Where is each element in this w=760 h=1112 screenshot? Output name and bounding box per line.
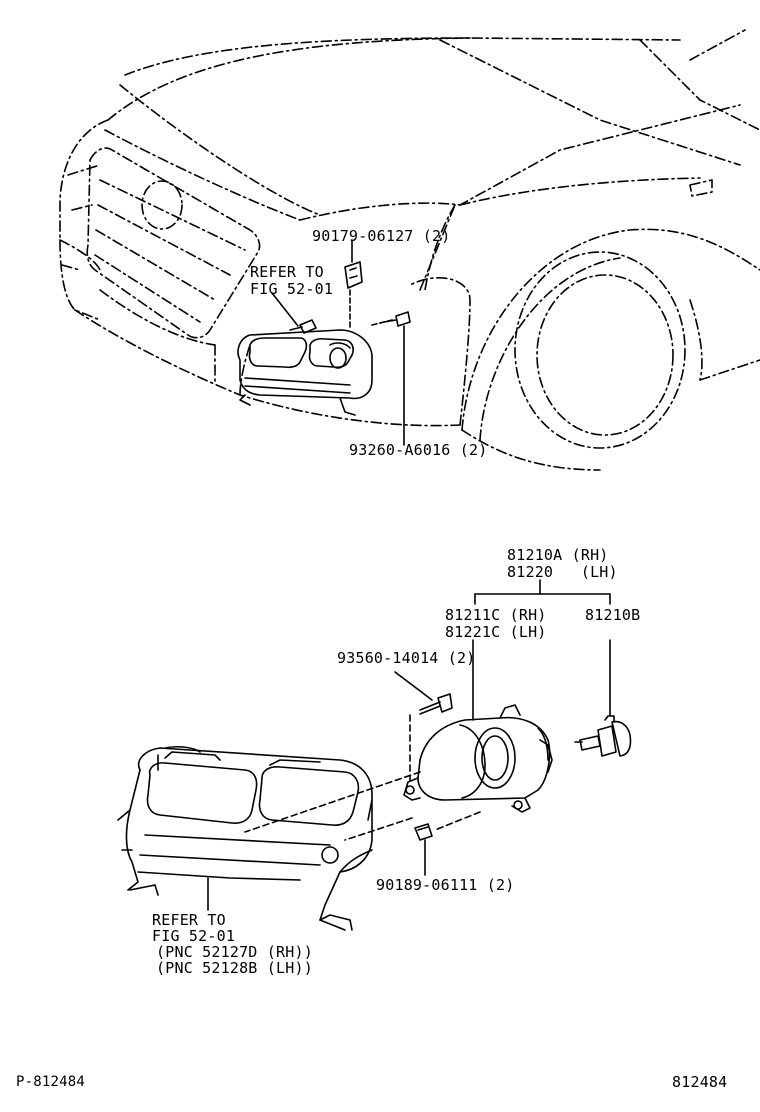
label-refer-lower-2: FIG 52-01 bbox=[152, 927, 236, 945]
footer-page-code: P-812484 bbox=[16, 1074, 86, 1090]
lower-fog-lamp-bezel bbox=[117, 745, 373, 931]
upper-fog-lamp-bezel bbox=[237, 329, 373, 416]
label-part-93560: 93560-14014 (2) bbox=[337, 649, 476, 667]
nut-90189 bbox=[414, 823, 433, 841]
label-part-81211c: 81211C (RH) bbox=[445, 606, 547, 624]
label-part-93260: 93260-A6016 (2) bbox=[349, 441, 488, 459]
upper-leader-lines bbox=[271, 239, 405, 446]
label-part-90189: 90189-06111 (2) bbox=[376, 876, 515, 894]
label-refer-upper-1: REFER TO bbox=[250, 263, 324, 281]
fog-lamp-bulb bbox=[574, 715, 632, 757]
label-pnc-rh: (PNC 52127D (RH)) bbox=[156, 943, 313, 961]
upper-screw-93260-right bbox=[383, 311, 411, 327]
car-front-outline bbox=[59, 29, 760, 471]
screw-93560 bbox=[419, 693, 453, 715]
label-part-81221c: 81221C (LH) bbox=[445, 623, 547, 641]
fog-lamp-housing bbox=[403, 704, 553, 813]
label-part-81220: 81220 (LH) bbox=[507, 563, 618, 581]
label-refer-upper-2: FIG 52-01 bbox=[250, 280, 334, 298]
footer-illustration-number: 812484 bbox=[672, 1073, 728, 1091]
label-pnc-lh: (PNC 52128B (LH)) bbox=[156, 959, 313, 977]
assembly-dashed-lines bbox=[244, 714, 481, 841]
label-part-90179: 90179-06127 (2) bbox=[312, 227, 451, 245]
label-refer-lower-1: REFER TO bbox=[152, 911, 226, 929]
label-part-81210b: 81210B bbox=[585, 606, 641, 624]
part-number-bracket bbox=[207, 579, 611, 911]
upper-clip-90179 bbox=[344, 261, 363, 289]
upper-screw-93260-left bbox=[289, 319, 317, 334]
label-part-81210a: 81210A (RH) bbox=[507, 546, 609, 564]
